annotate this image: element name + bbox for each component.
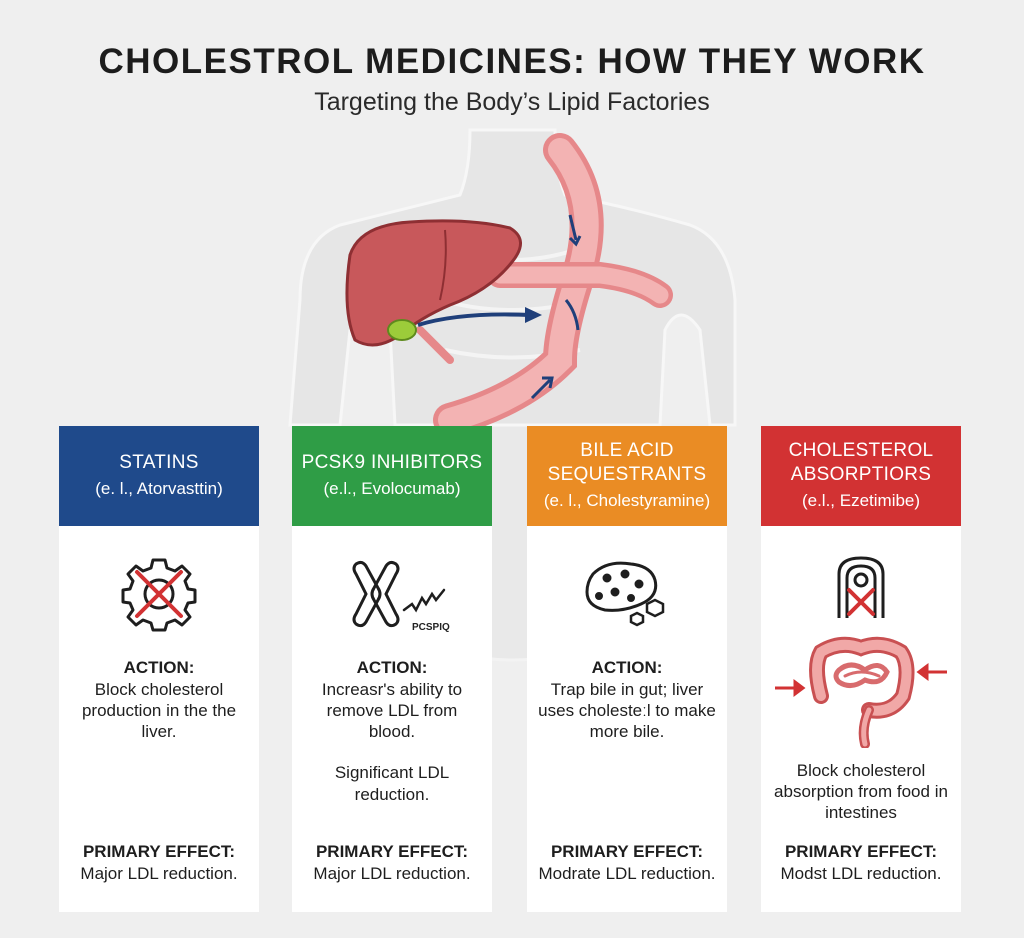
effect-label: PRIMARY EFFECT: xyxy=(784,842,938,861)
card-header: BILE ACID SEQUESTRANTS (e. l., Cholestyr… xyxy=(527,426,727,526)
effect-label: PRIMARY EFFECT: xyxy=(550,842,704,861)
action-text: Block cholesterol absorption from food i… xyxy=(774,761,948,822)
extra-text: Significant LDL reduction. xyxy=(334,763,450,804)
effect-value: Modst LDL reduction. xyxy=(780,864,942,883)
card-header: CHOLESTEROL ABSORPTIORS (e.l., Ezetimibe… xyxy=(761,426,961,526)
action-text: Increasr's ability to remove LDL from bl… xyxy=(321,680,463,741)
card-example: (e. l., Atorvasttin) xyxy=(95,479,223,498)
antibody-icon: PCSPIQ xyxy=(352,560,450,633)
vessel-tube xyxy=(416,133,673,437)
liver-icon xyxy=(345,219,542,347)
effect-value: Major LDL reduction. xyxy=(80,864,238,883)
intestine-blocked-icon xyxy=(775,556,947,748)
card-example: (e.l., Evolocumab) xyxy=(323,479,461,498)
card-header: STATINS (e. l., Atorvasttin) xyxy=(59,426,259,526)
card-cholesterol-absorption: CHOLESTEROL ABSORPTIORS (e.l., Ezetimibe… xyxy=(761,426,961,912)
page-title: CHOLESTROL MEDICINES: HOW THEY WORK xyxy=(98,42,926,81)
card-title: PCSK9 INHIBITORS xyxy=(301,452,483,473)
action-label: ACTION: xyxy=(123,658,195,677)
card-title: BILE ACID SEQUESTRANTS xyxy=(547,440,707,485)
gear-blocked-icon xyxy=(121,558,197,632)
resin-sponge-icon xyxy=(585,561,665,627)
card-pcsk9: PCSK9 INHIBITORS (e.l., Evolocumab) PCSP… xyxy=(292,426,492,912)
effect-label: PRIMARY EFFECT: xyxy=(315,842,469,861)
action-text: Trap bile in gut; liver uses cholesteːl … xyxy=(538,680,716,741)
card-title: CHOLESTEROL ABSORPTIORS xyxy=(788,440,934,485)
action-label: ACTION: xyxy=(356,658,428,677)
action-text: Block cholesterol production in the the … xyxy=(81,680,237,741)
antibody-tag: PCSPIQ xyxy=(412,622,450,633)
effect-value: Modrate LDL reduction. xyxy=(538,864,716,883)
card-header: PCSK9 INHIBITORS (e.l., Evolocumab) xyxy=(292,426,492,526)
card-title: STATINS xyxy=(119,452,199,473)
card-example: (e.l., Ezetimibe) xyxy=(801,491,921,510)
page-subtitle: Targeting the Body’s Lipid Factories xyxy=(314,88,710,116)
effect-value: Major LDL reduction. xyxy=(313,864,471,883)
card-example: (e. l., Cholestyramine) xyxy=(543,491,711,510)
card-bile-acid: BILE ACID SEQUESTRANTS (e. l., Cholestyr… xyxy=(527,426,727,912)
effect-label: PRIMARY EFFECT: xyxy=(82,842,236,861)
action-label: ACTION: xyxy=(591,658,663,677)
card-statins: STATINS (e. l., Atorvasttin) ACTION: Blo… xyxy=(59,426,259,912)
